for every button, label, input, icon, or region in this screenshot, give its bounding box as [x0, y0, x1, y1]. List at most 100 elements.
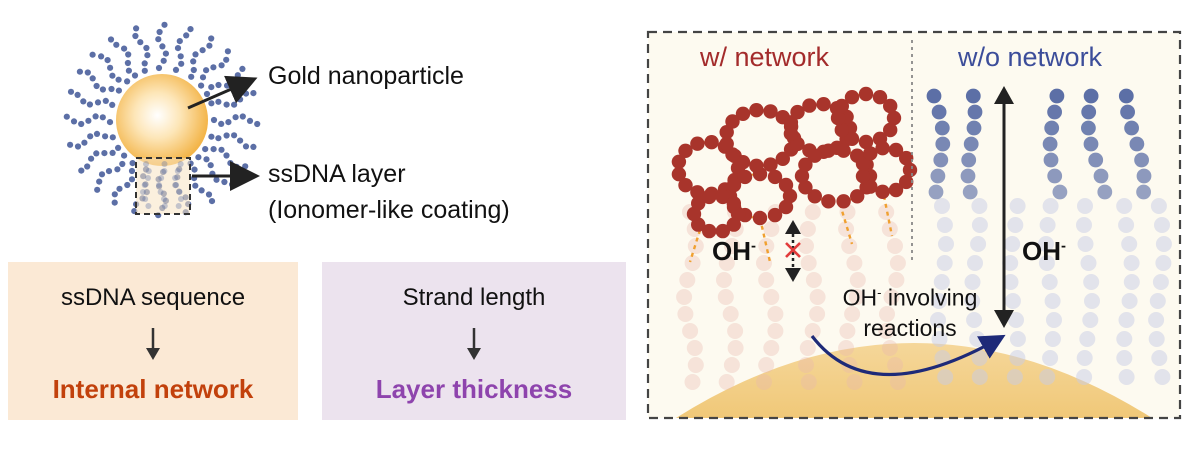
dna-bead [218, 120, 225, 127]
extended-bead [1129, 136, 1145, 152]
dna-bead [144, 52, 151, 59]
faded-bead [970, 236, 987, 252]
faded-bead [1123, 255, 1140, 271]
faded-bead [846, 374, 863, 390]
dna-bead [224, 48, 231, 55]
dna-bead [102, 97, 109, 104]
network-bead [678, 143, 693, 158]
network-bead [783, 126, 799, 141]
faded-bead [798, 238, 814, 254]
faded-bead [724, 238, 740, 254]
dna-bead [143, 44, 150, 52]
dna-bead [208, 84, 215, 91]
faded-bead [1149, 293, 1166, 309]
extended-bead [1134, 152, 1149, 168]
network-bead [883, 98, 898, 114]
dna-bead [178, 60, 185, 67]
dna-bead [239, 65, 246, 72]
faded-bead [887, 238, 903, 254]
dna-bead [128, 176, 136, 183]
blocked-cross-icon [785, 242, 801, 258]
faded-bead [841, 238, 858, 254]
faded-bead [1007, 217, 1024, 233]
dna-bead [161, 161, 168, 167]
network-bead [836, 194, 851, 209]
network-bead [855, 169, 871, 184]
network-bead [863, 179, 878, 194]
extended-bead [933, 152, 949, 168]
length-box-result: Layer thickness [375, 374, 573, 404]
faded-bead [1150, 198, 1167, 214]
dna-bead [99, 114, 106, 121]
extended-bead [1052, 184, 1068, 200]
dna-bead [208, 100, 215, 107]
faded-bead [881, 340, 898, 356]
faded-bead [1151, 350, 1168, 366]
dna-bead [124, 181, 131, 189]
network-bead [678, 178, 693, 193]
dna-bead [141, 182, 148, 188]
network-bead [888, 182, 904, 198]
down-arrow-icon [467, 328, 481, 360]
dna-bead [109, 101, 116, 108]
dna-bead [242, 163, 249, 170]
dna-bead [227, 160, 234, 167]
network-bead [858, 86, 874, 102]
dna-bead [85, 117, 92, 124]
network-bead [816, 97, 831, 112]
faded-bead [971, 369, 988, 385]
faded-bead [758, 238, 775, 254]
dna-bead [229, 181, 236, 188]
hydroxide-label-free: OH- [1022, 236, 1066, 266]
ssdna-layer-zoom-box [135, 157, 191, 215]
dna-bead [202, 146, 209, 153]
dna-bead [111, 191, 118, 198]
dna-bead [223, 152, 230, 159]
extended-bead [1083, 88, 1099, 104]
extended-bead [1043, 152, 1059, 168]
network-bead [715, 189, 730, 205]
crosslink [882, 195, 894, 237]
extended-bead [1081, 120, 1096, 136]
dna-bead [203, 156, 210, 163]
network-bead [726, 177, 742, 193]
extended-bead [961, 152, 977, 168]
faded-bead [1076, 217, 1092, 233]
faded-bead [1009, 198, 1026, 214]
dna-bead [187, 26, 194, 33]
dna-bead [93, 150, 100, 157]
extended-bead [1042, 136, 1058, 152]
extended-bead [1049, 88, 1065, 104]
network-bead [725, 147, 740, 162]
dna-bead [107, 36, 115, 43]
network-bead [883, 122, 898, 138]
dna-bead [99, 86, 106, 93]
network-bead [855, 156, 871, 171]
network-bead [763, 157, 778, 172]
dna-bead [116, 185, 123, 192]
network-bead [821, 143, 836, 158]
blocked-diffusion-arrow [785, 220, 801, 282]
faded-bead [971, 198, 988, 214]
faded-bead [1041, 274, 1058, 290]
dna-bead [98, 171, 106, 178]
gold-nanoparticle-label: Gold nanoparticle [268, 62, 464, 90]
network-bead [844, 90, 860, 105]
dna-bead [215, 98, 222, 105]
dna-bead [102, 133, 109, 140]
dna-bead [188, 73, 195, 80]
extended-bead [960, 168, 976, 184]
dna-bead [119, 160, 126, 168]
faded-bead [1044, 293, 1061, 309]
extended-strands [926, 88, 1152, 200]
dna-bead [221, 178, 228, 186]
dna-bead [94, 186, 101, 193]
dna-bead [115, 76, 122, 83]
dna-bead [124, 78, 131, 85]
faded-bead [879, 306, 895, 322]
faded-bead [1148, 312, 1165, 328]
extended-bead [1083, 136, 1099, 152]
dna-bead [156, 182, 162, 188]
faded-bead [1076, 350, 1093, 366]
network-bead [752, 166, 768, 182]
